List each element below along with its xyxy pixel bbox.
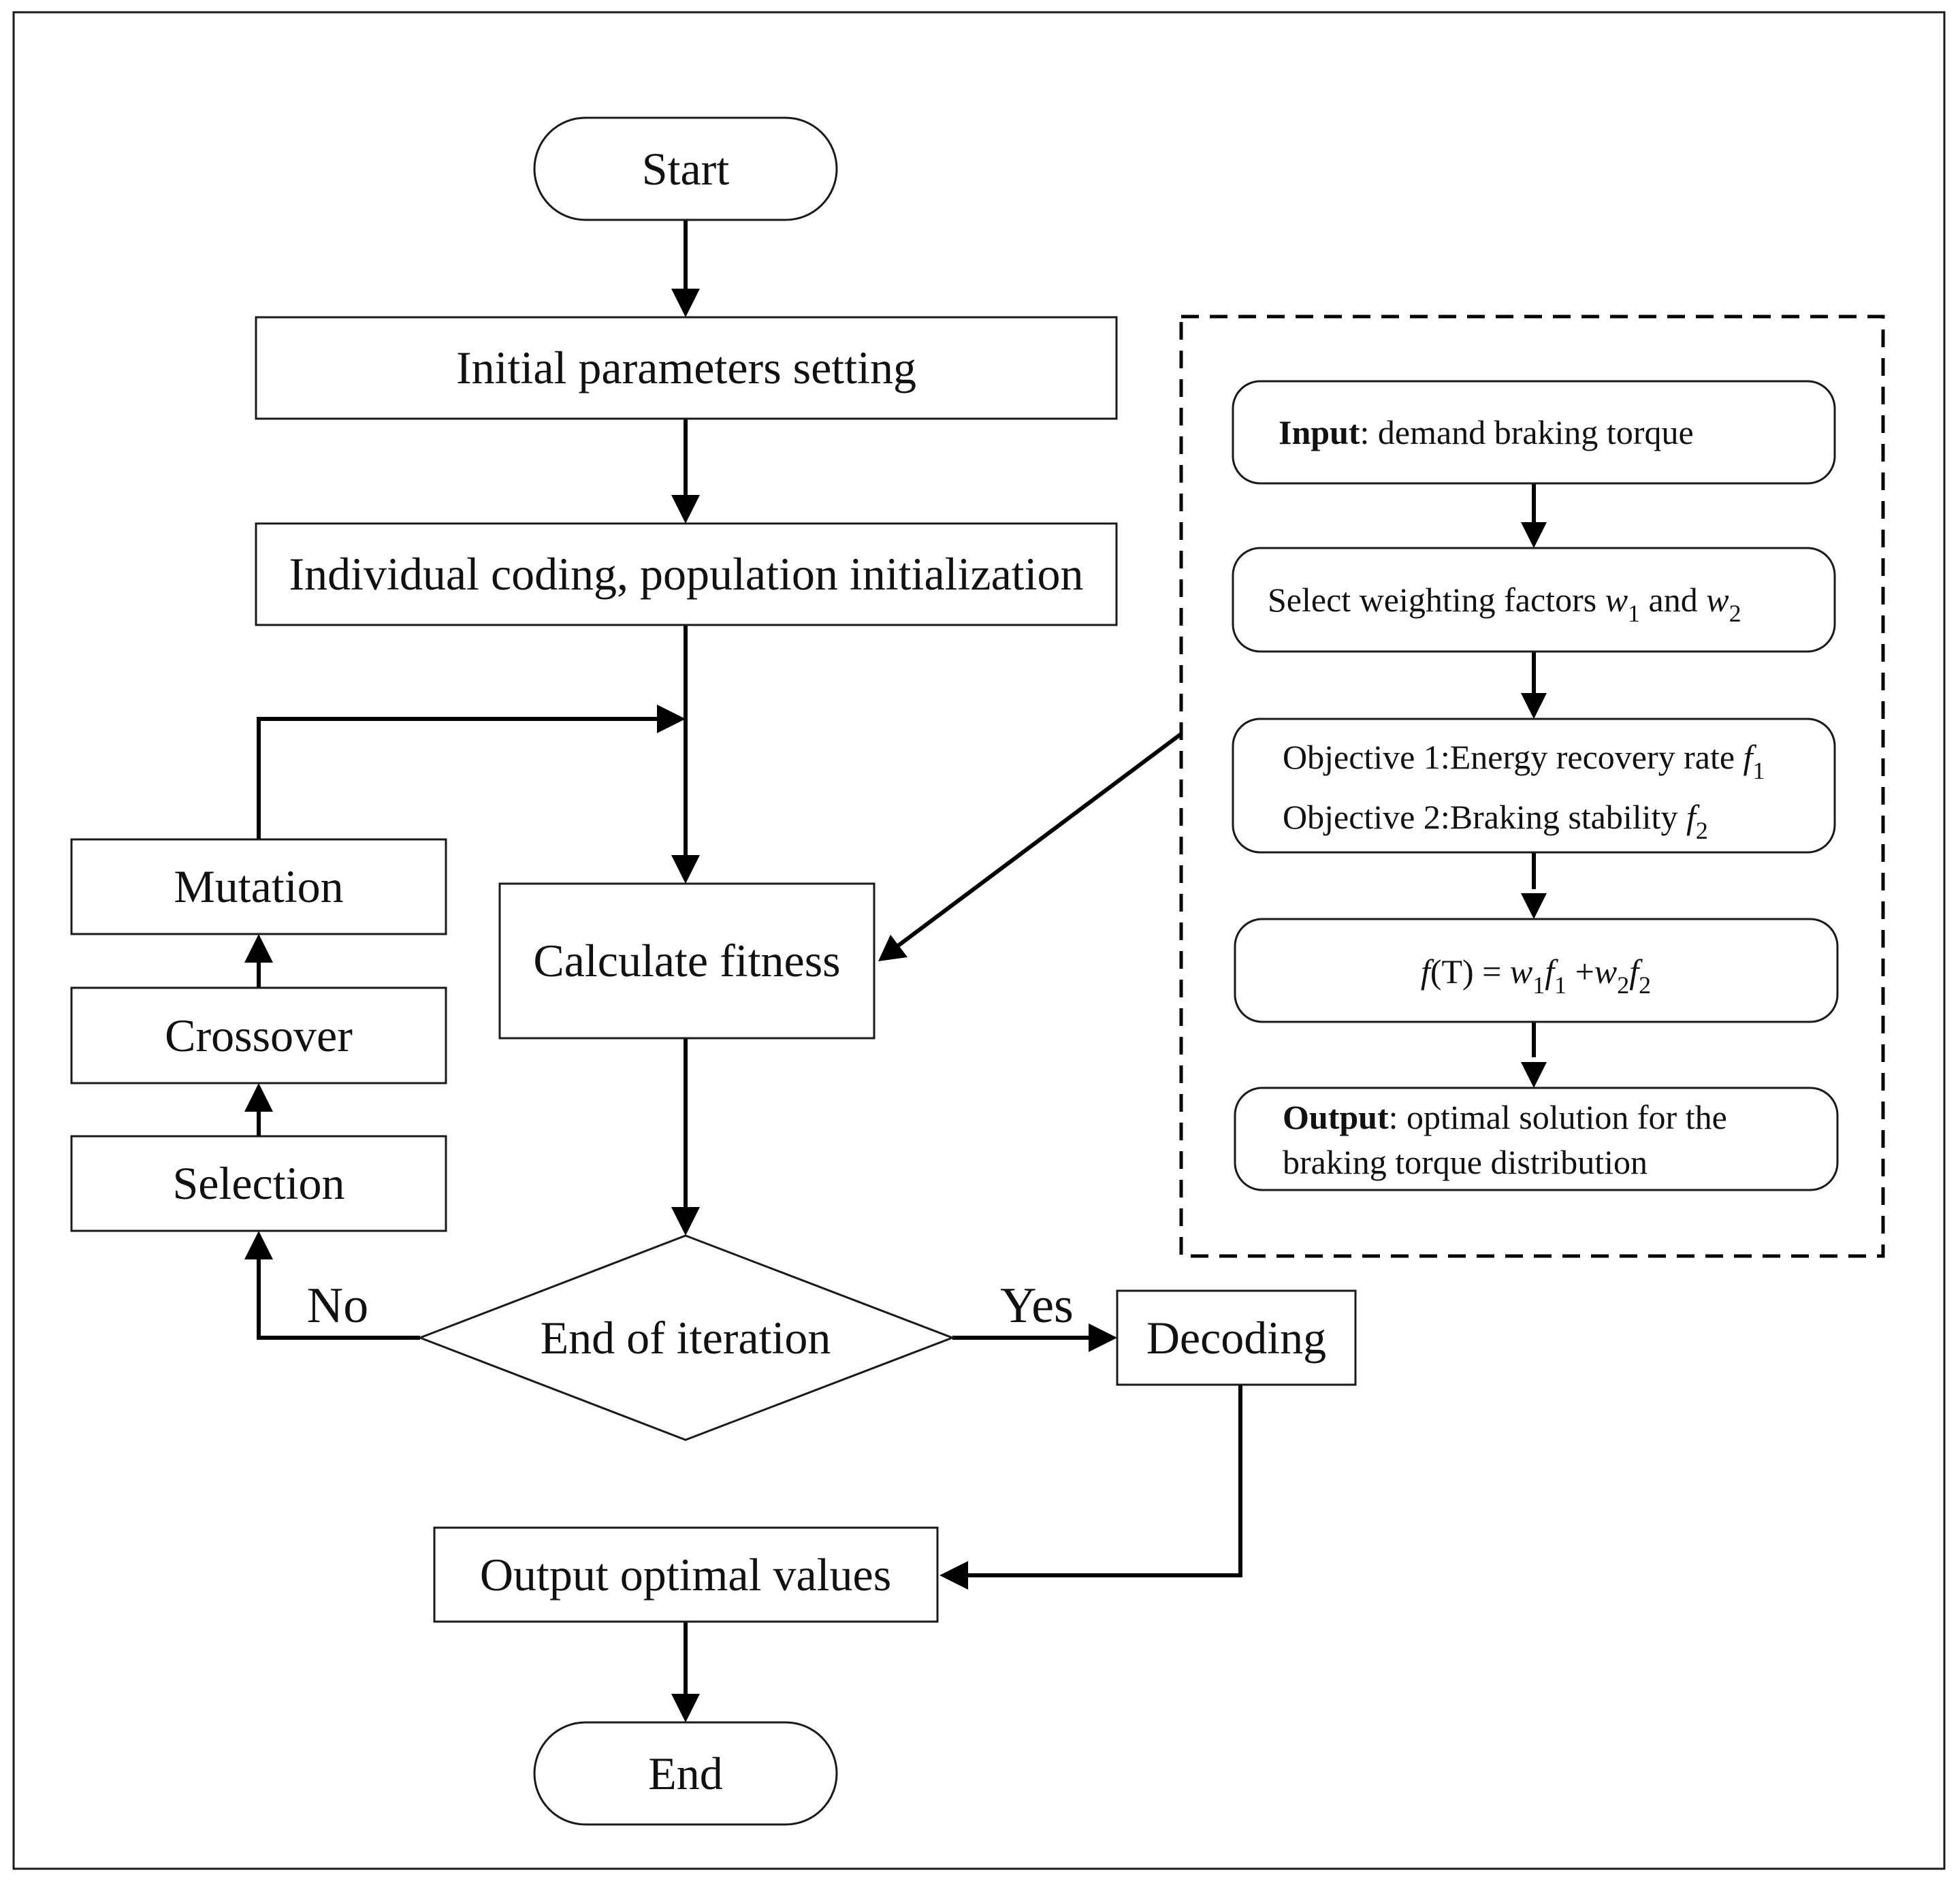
edge-mutation-loop [257,717,671,839]
output-optimal-box: Output optimal values [433,1526,939,1623]
selection-label: Selection [172,1157,344,1209]
arrowhead-down [1521,693,1547,719]
calc-fitness-label: Calculate fitness [533,935,840,986]
start-terminal: Start [533,116,838,221]
fitness-detail-panel [1179,315,1885,1258]
decoding-box: Decoding [1116,1289,1357,1386]
select-weights-box: Select weighting factors w1 and w2 [1232,547,1836,653]
arrowhead-up [244,1083,273,1112]
coding-init-box: Individual coding, population initializa… [255,522,1118,626]
arrowhead-down [671,495,700,524]
end-label: End [648,1748,723,1799]
output-solution-line2: braking torque distribution [1283,1143,1648,1181]
start-label: Start [642,143,730,195]
edge-decoding-to-output [967,1385,1242,1577]
arrowhead-down [671,289,700,317]
arrowhead-right [657,705,686,733]
output-optimal-label: Output optimal values [480,1549,891,1601]
arrowhead-down [1521,1062,1547,1088]
edges [257,220,1536,1698]
arrowhead-down [1521,893,1547,919]
figure-frame [12,11,1946,1870]
select-weights-text: Select weighting factors w1 and w2 [1268,581,1741,627]
end-iteration-label: End of iteration [541,1312,831,1364]
arrowhead-down [671,1207,700,1236]
crossover-label: Crossover [165,1010,353,1061]
objective-2-text: Objective 2:Braking stability f2 [1283,798,1708,844]
formula-box: f(T) = w1f1 +w2f2 [1234,918,1839,1023]
mutation-box: Mutation [70,838,447,935]
decoding-label: Decoding [1146,1312,1326,1364]
arrowhead-diagonal [878,935,907,961]
arrowheads [244,289,1547,1722]
no-branch-label: No [307,1278,368,1334]
output-solution-line1: Output: optimal solution for the [1283,1098,1727,1136]
mutation-label: Mutation [174,861,343,912]
arrowhead-down [1521,522,1547,548]
coding-init-label: Individual coding, population initializa… [289,548,1083,600]
arrowhead-right [1089,1323,1117,1352]
edge-panel-to-fitness [896,732,1183,948]
objective-1-text: Objective 1:Energy recovery rate f1 [1283,738,1765,784]
edge-no-to-selection [257,1258,420,1340]
end-iteration-decision: End of iteration [417,1234,956,1441]
crossover-box: Crossover [70,986,447,1084]
arrowhead-down [671,1694,700,1722]
yes-branch-label: Yes [1000,1278,1074,1334]
arrowhead-left [939,1561,968,1590]
input-box: Input: demand braking torque [1232,380,1836,485]
input-text: Input: demand braking torque [1279,413,1694,451]
arrowhead-up [244,1231,273,1259]
init-params-box: Initial parameters setting [255,316,1118,420]
objectives-box: Objective 1:Energy recovery rate f1 Obje… [1232,718,1836,854]
init-params-label: Initial parameters setting [456,342,916,393]
end-terminal: End [533,1721,838,1826]
output-solution-box: Output: optimal solution for the braking… [1234,1087,1839,1191]
arrowhead-up [244,934,273,963]
calc-fitness-box: Calculate fitness [498,882,875,1040]
arrowhead-down [671,855,700,884]
selection-box: Selection [70,1135,447,1232]
fitness-formula: f(T) = w1f1 +w2f2 [1421,952,1651,999]
